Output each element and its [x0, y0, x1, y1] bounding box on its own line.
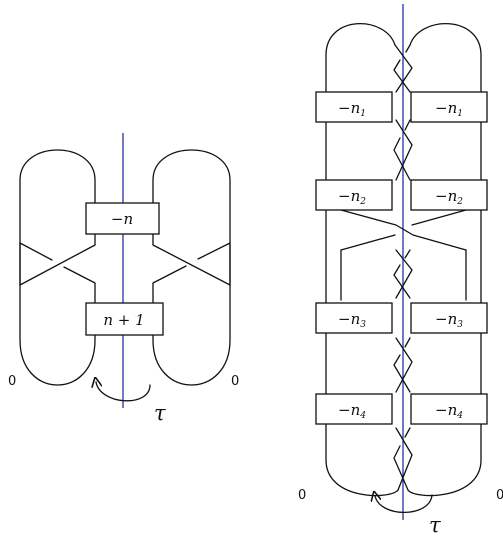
- left-box-top: [85, 202, 160, 235]
- right-box-2-right: [410, 179, 488, 211]
- left-framing-left-label: 0: [8, 374, 16, 389]
- right-diagram: −n1 −n1 −n2 −n2 −n3 −n3 −n4 −n4 0 0 τ: [298, 4, 503, 537]
- right-box-4-left-label: −n4: [338, 401, 366, 421]
- right-tau-label: τ: [429, 513, 441, 537]
- right-box-4-right-label: −n4: [435, 401, 463, 421]
- right-box-3-right: [410, 302, 488, 334]
- right-box-1-right: [410, 91, 488, 123]
- right-box-3-right-label: −n3: [435, 310, 463, 330]
- right-box-1-left: [315, 91, 393, 123]
- right-box-2-left: [315, 179, 393, 211]
- right-box-3-left: [315, 302, 393, 334]
- right-box-4-right: [410, 393, 488, 425]
- right-box-3-left-label: −n3: [338, 310, 366, 330]
- left-diagram: −n n + 1 0 0 τ: [8, 133, 239, 425]
- right-knot-strands: [325, 23, 482, 497]
- left-box-bottom-label: n + 1: [103, 311, 144, 329]
- right-framing-left-label: 0: [298, 488, 306, 503]
- left-framing-right-label: 0: [231, 374, 239, 389]
- left-box-top-label: −n: [111, 210, 133, 228]
- left-rotation-arrow: [96, 382, 151, 402]
- right-box-1-left-label: −n1: [338, 99, 366, 119]
- left-knot-strands: [19, 149, 231, 386]
- right-rotation-arrow: [375, 495, 433, 514]
- right-box-4-left: [315, 393, 393, 425]
- right-box-2-left-label: −n2: [338, 187, 366, 207]
- right-framing-right-label: 0: [496, 488, 503, 503]
- right-box-1-right-label: −n1: [435, 99, 463, 119]
- left-tau-label: τ: [154, 401, 166, 425]
- right-box-2-right-label: −n2: [435, 187, 463, 207]
- left-box-bottom: [85, 302, 164, 336]
